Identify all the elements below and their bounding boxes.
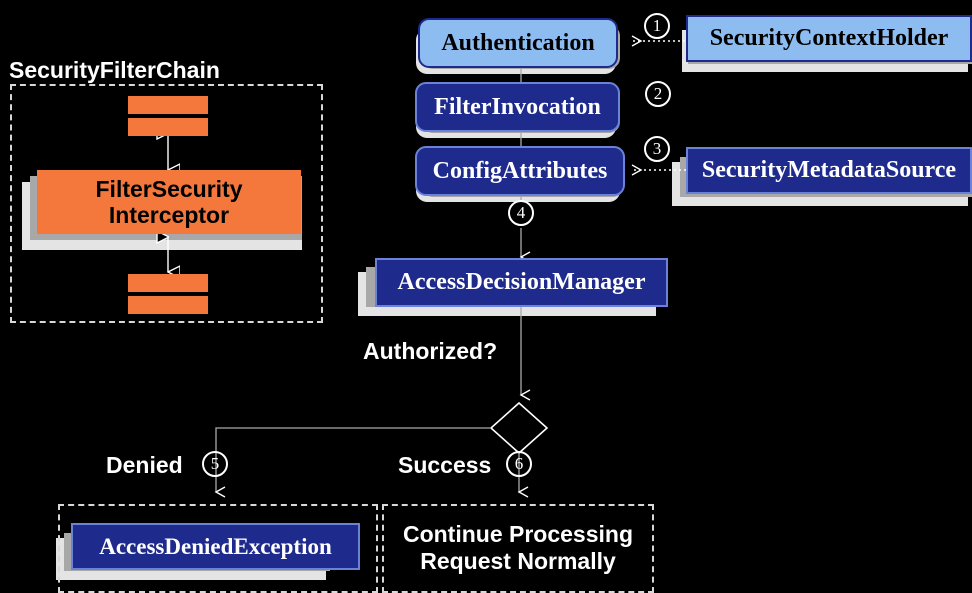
node-config-attributes[interactable]: ConfigAttributes xyxy=(415,146,625,196)
node-security-context-holder[interactable]: SecurityContextHolder xyxy=(686,15,972,62)
group-label-security-filter-chain: SecurityFilterChain xyxy=(9,57,220,83)
sms-label: SecurityMetadataSource xyxy=(701,157,957,183)
step-marker-6: 6 xyxy=(506,451,532,477)
node-filter-invocation[interactable]: FilterInvocation xyxy=(415,82,620,132)
edge-label-success: Success xyxy=(398,452,492,478)
continue-label-line1: Continue Processing xyxy=(402,521,634,547)
step-marker-4: 4 xyxy=(508,200,534,226)
filterinvocation-label: FilterInvocation xyxy=(434,93,601,120)
configattributes-label: ConfigAttributes xyxy=(432,157,608,184)
edge-label-authorized: Authorized? xyxy=(363,338,498,364)
node-access-decision-manager[interactable]: AccessDecisionManager xyxy=(375,258,668,307)
fsi-label-line2: Interceptor xyxy=(108,202,230,228)
filter-bar-top-2 xyxy=(128,118,208,136)
node-security-metadata-source[interactable]: SecurityMetadataSource xyxy=(686,147,972,194)
step-marker-5: 5 xyxy=(202,451,228,477)
node-filter-security-interceptor[interactable]: FilterSecurity Interceptor xyxy=(37,170,301,234)
step-marker-1: 1 xyxy=(644,13,670,39)
sch-label: SecurityContextHolder xyxy=(709,25,949,51)
decision-diamond xyxy=(489,401,549,455)
continue-label-line2: Request Normally xyxy=(420,548,616,575)
success-group-container xyxy=(382,504,654,593)
step-marker-2: 2 xyxy=(645,81,671,107)
fsi-label-line1: FilterSecurity xyxy=(95,175,243,202)
adm-label: AccessDecisionManager xyxy=(397,269,646,295)
ade-label: AccessDeniedException xyxy=(99,533,332,559)
security-filter-chain-container xyxy=(10,84,323,323)
step-marker-3: 3 xyxy=(644,136,670,162)
filter-bar-bottom-2 xyxy=(128,296,208,314)
edge-label-denied: Denied xyxy=(106,452,183,478)
denied-group-container xyxy=(58,504,378,593)
node-access-denied-exception[interactable]: AccessDeniedException xyxy=(71,523,360,570)
filter-bar-bottom-1 xyxy=(128,274,208,292)
node-continue-processing: Continue Processing Request Normally xyxy=(390,521,646,575)
authentication-label: Authentication xyxy=(441,29,595,56)
node-authentication[interactable]: Authentication xyxy=(418,18,618,68)
filter-bar-top-1 xyxy=(128,96,208,114)
